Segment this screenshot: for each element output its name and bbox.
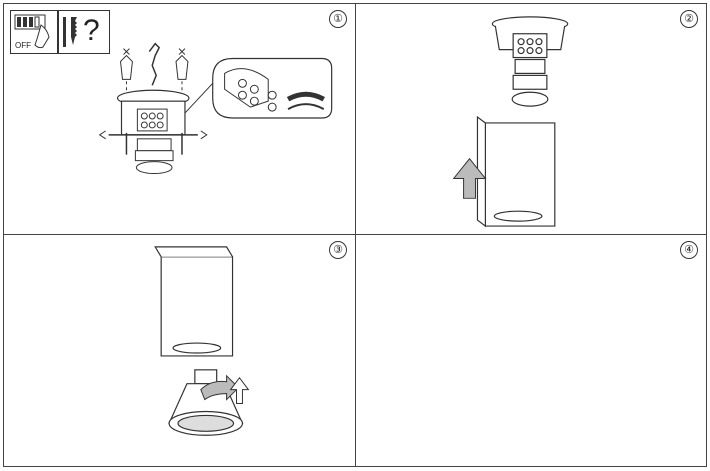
lamp-holder [135, 161, 173, 175]
step-2-panel: ② [355, 3, 707, 235]
question-mark-icon: ? [83, 14, 100, 47]
off-label: OFF [15, 41, 31, 50]
insert-bulb-illustration [154, 246, 250, 436]
lamp-housing [476, 115, 556, 228]
step-1-number: ① [329, 10, 347, 28]
step-1-panel: ① OFF ? [3, 3, 356, 235]
mounted-fixture-base [491, 16, 569, 107]
step-4-panel: ④ [355, 234, 707, 467]
step-3-number: ③ [329, 241, 347, 259]
step-3-panel: ③ [3, 234, 356, 467]
rotate-arrow-icon [200, 374, 240, 401]
power-off-switch-icon: OFF [10, 10, 58, 54]
ceiling-mount-installation-illustration [98, 42, 333, 175]
step-4-number: ④ [680, 241, 698, 259]
wall-plug-left [119, 48, 133, 133]
screw-and-wall-plug-icon: ? [58, 10, 110, 54]
gu10-bulb [168, 369, 244, 436]
up-arrow-icon [229, 376, 250, 405]
wiring-terminal-detail [224, 68, 325, 112]
installed-housing [154, 246, 234, 357]
terminal-block [136, 108, 168, 132]
attach-housing-illustration [452, 16, 569, 228]
step-2-number: ② [680, 10, 698, 28]
ceiling-cable [148, 42, 161, 86]
up-arrow-icon [452, 157, 487, 199]
